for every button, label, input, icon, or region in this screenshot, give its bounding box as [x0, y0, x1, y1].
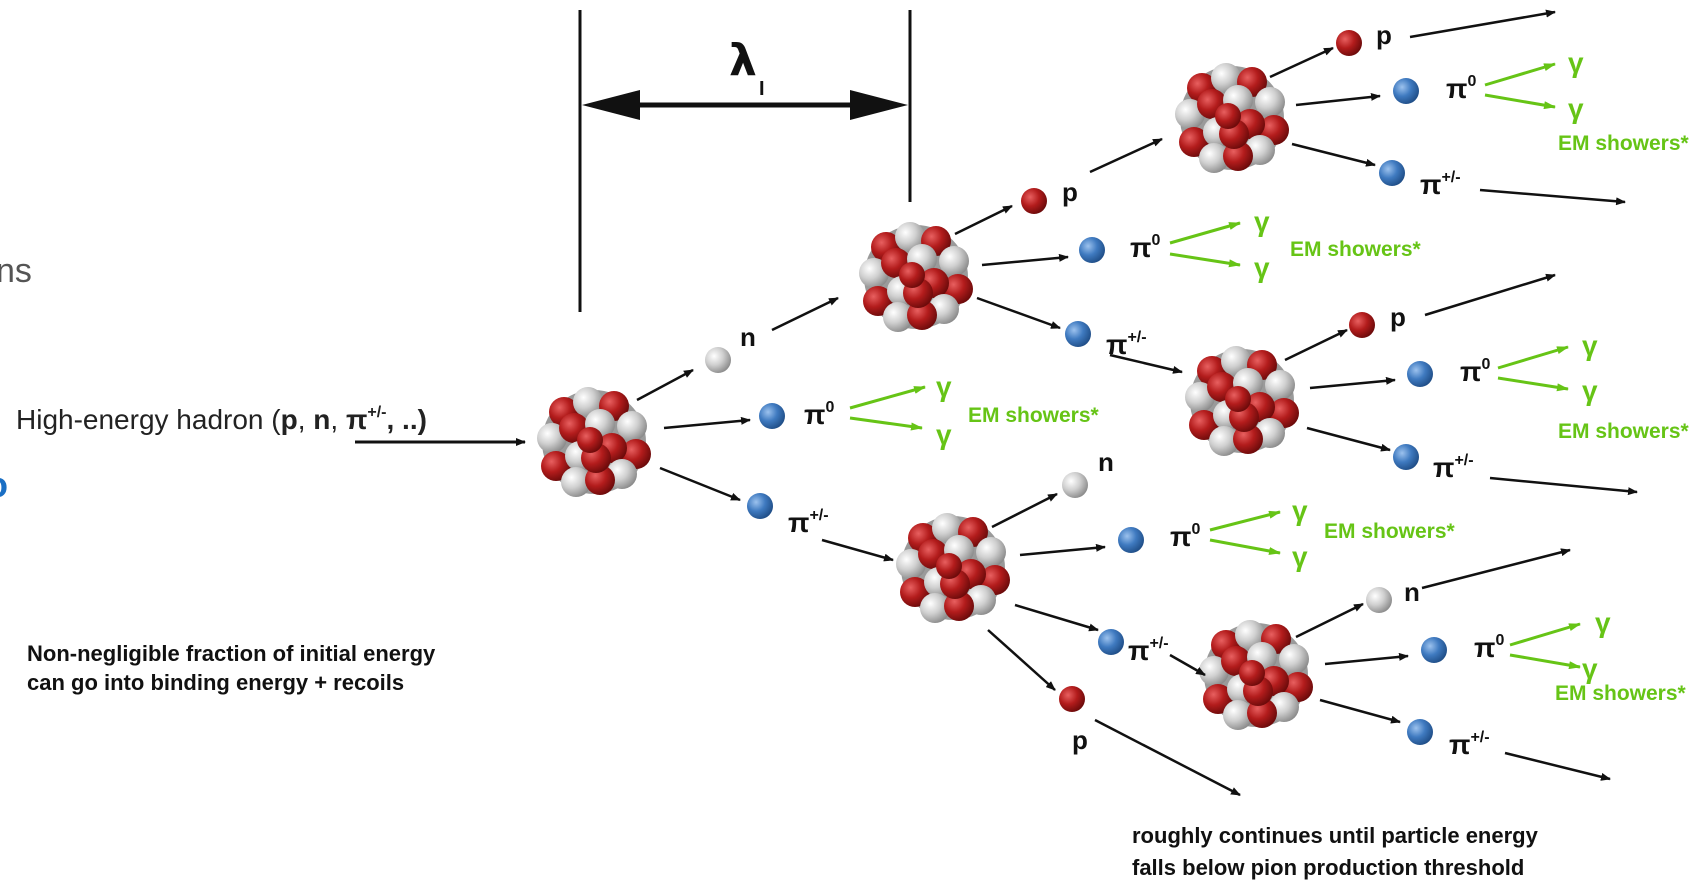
particle-balls: [705, 30, 1447, 745]
lambda-symbol: λ: [729, 35, 757, 86]
pion-neutral: [1079, 237, 1105, 263]
em-showers-label: EM showers*: [1558, 132, 1690, 155]
partial-text-top: ns: [0, 252, 32, 290]
proton: [1021, 188, 1047, 214]
pion-neutral: [759, 403, 785, 429]
pion-charged: [1393, 444, 1419, 470]
partial-text-blue: o: [0, 464, 8, 505]
svg-text:γ: γ: [1582, 330, 1598, 361]
label-n: n: [1404, 577, 1420, 607]
label-pi0: π0: [1446, 73, 1476, 104]
neutron: [1062, 472, 1088, 498]
lambda-subscript: I: [759, 78, 765, 100]
label-p: p: [1390, 302, 1406, 332]
pion-neutral: [1118, 527, 1144, 553]
neutron: [705, 347, 731, 373]
em-shower-labels: EM showers* EM showers* EM showers* EM s…: [968, 132, 1690, 705]
particle-tracks: [636, 9, 1638, 797]
pion-charged: [1407, 719, 1433, 745]
interaction-length-marker: λ I: [578, 10, 912, 312]
proton: [1336, 30, 1362, 56]
svg-text:γ: γ: [1254, 252, 1270, 283]
pion-neutral: [1393, 78, 1419, 104]
label-pic: π+/-: [1106, 329, 1147, 360]
neutron: [1366, 587, 1392, 613]
gamma-labels: γ γ γ γ γ γ γ γ γ γ γ γ: [936, 47, 1611, 684]
pion-charged: [1065, 321, 1091, 347]
svg-text:γ: γ: [1582, 375, 1598, 406]
label-p: p: [1062, 177, 1078, 207]
nucleus-4: [1175, 63, 1289, 173]
svg-text:γ: γ: [1292, 541, 1308, 572]
nucleus-3: [896, 513, 1010, 623]
binding-energy-note-line1: Non-negligible fraction of initial energ…: [27, 641, 436, 666]
pion-charged: [1379, 160, 1405, 186]
svg-text:γ: γ: [936, 371, 952, 402]
label-pi0: π0: [1460, 356, 1490, 387]
nucleus-5: [1185, 346, 1299, 456]
nucleus-2: [859, 222, 973, 332]
threshold-note-line2: falls below pion production threshold: [1132, 855, 1524, 880]
svg-text:γ: γ: [1595, 607, 1611, 638]
em-showers-label: EM showers*: [1555, 682, 1687, 705]
nucleus-1: [537, 387, 651, 497]
label-n: n: [1098, 447, 1114, 477]
em-showers-label: EM showers*: [1290, 238, 1422, 261]
label-pi0: π0: [1474, 632, 1504, 663]
svg-text:γ: γ: [1568, 93, 1584, 124]
binding-energy-note-line2: can go into binding energy + recoils: [27, 670, 404, 695]
svg-text:γ: γ: [1582, 653, 1598, 684]
label-pic: π+/-: [1433, 452, 1474, 483]
svg-text:γ: γ: [1292, 495, 1308, 526]
label-pic: π+/-: [1128, 635, 1169, 666]
svg-text:γ: γ: [936, 419, 952, 450]
incoming-hadron-label: High-energy hadron (p, n, π+/-, ..): [16, 404, 427, 435]
pion-charged: [747, 493, 773, 519]
svg-text:γ: γ: [1568, 47, 1584, 78]
label-pi0: π0: [1170, 521, 1200, 552]
label-p: p: [1072, 725, 1088, 755]
label-pi0: π0: [1130, 232, 1160, 263]
svg-text:γ: γ: [1254, 206, 1270, 237]
label-n: n: [740, 322, 756, 352]
proton: [1059, 686, 1085, 712]
label-p: p: [1376, 20, 1392, 50]
pion-neutral: [1421, 637, 1447, 663]
gamma-tracks: [849, 62, 1581, 670]
proton: [1349, 312, 1375, 338]
em-showers-label: EM showers*: [1558, 420, 1690, 443]
pion-charged: [1098, 629, 1124, 655]
em-showers-label: EM showers*: [968, 404, 1100, 427]
label-pic: π+/-: [788, 507, 829, 538]
em-showers-label: EM showers*: [1324, 520, 1456, 543]
label-pic: π+/-: [1449, 729, 1490, 760]
particle-labels: n π0 π+/- p π0 π+/- p π0 π+/- p π0 π+/- …: [740, 20, 1504, 760]
label-pic: π+/-: [1420, 169, 1461, 200]
pion-neutral: [1407, 361, 1433, 387]
threshold-note-line1: roughly continues until particle energy: [1132, 823, 1539, 848]
label-pi0: π0: [804, 399, 834, 430]
